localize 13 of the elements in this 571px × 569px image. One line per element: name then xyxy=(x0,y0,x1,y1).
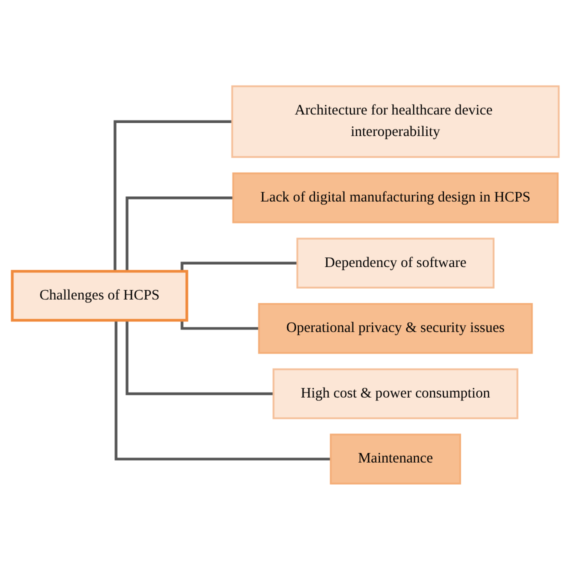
node-box: Dependency of software xyxy=(296,237,494,288)
node-box: Maintenance xyxy=(330,433,462,484)
connector xyxy=(114,120,232,271)
connector xyxy=(114,320,331,460)
node-box: Challenges of HCPS xyxy=(10,270,188,322)
node-box: Lack of digital manufacturing design in HCPS xyxy=(232,172,559,223)
connector xyxy=(180,261,298,271)
node-box: Operational privacy & security issues xyxy=(258,302,533,354)
node-box: High cost & power consumption xyxy=(272,368,518,419)
connector xyxy=(126,320,274,395)
connector xyxy=(126,196,234,271)
connector xyxy=(180,320,260,330)
node-box: Architecture for healthcare device interoperability xyxy=(231,84,560,158)
